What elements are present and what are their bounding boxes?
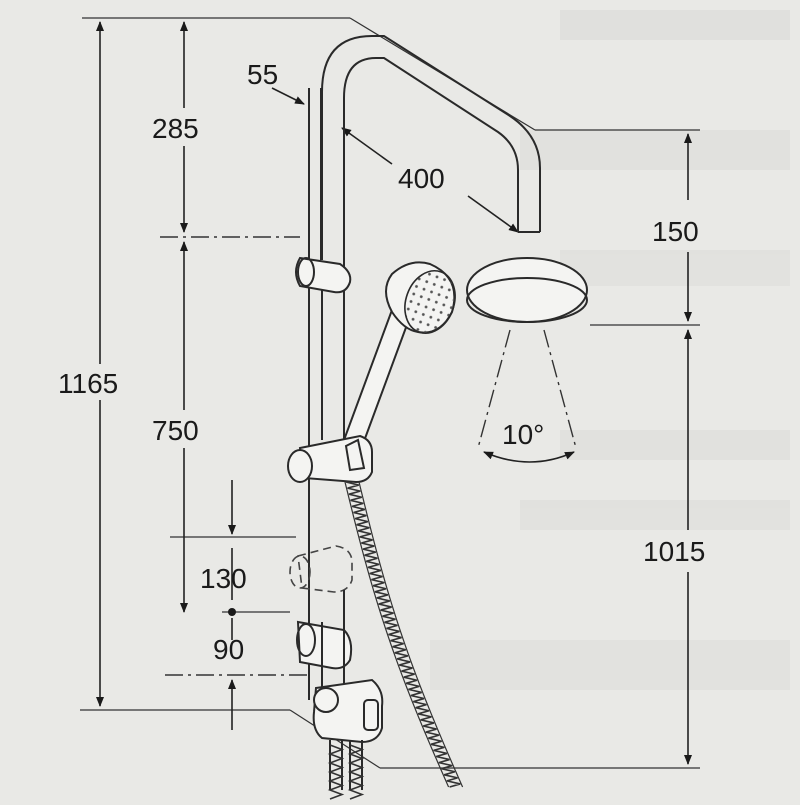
slider-holder — [287, 434, 373, 484]
shower-head — [466, 257, 588, 323]
dimension-top-segment — [150, 21, 222, 233]
hose — [327, 481, 464, 800]
dimension-rail-offset — [271, 87, 305, 105]
dimension-slide-range — [150, 241, 222, 613]
hose-edge-right — [358, 481, 464, 788]
dimension-label-1015: 1015 — [643, 536, 705, 567]
dimension-label-90: 90 — [213, 634, 244, 665]
dimension-label-750: 750 — [152, 415, 199, 446]
top-wall-bracket — [295, 256, 352, 294]
background-bleed-through — [430, 10, 790, 690]
shower-arm — [321, 35, 541, 260]
spray-cone — [477, 329, 577, 463]
hose-coil — [345, 481, 461, 788]
dimension-label-400: 400 — [398, 163, 445, 194]
hose-edge-left — [344, 481, 450, 788]
dimension-label-55: 55 — [247, 59, 278, 90]
diverter-valve — [312, 678, 384, 790]
dimension-label-130: 130 — [200, 563, 247, 594]
ghost-slider-position — [289, 545, 353, 593]
dimension-holder-gap — [228, 480, 236, 616]
dimension-arm-reach — [341, 127, 519, 233]
dimension-label-285: 285 — [152, 113, 199, 144]
bottom-wall-bracket — [296, 590, 353, 700]
hand-shower — [342, 261, 456, 454]
dimension-label-150: 150 — [652, 216, 699, 247]
spray-angle-label: 10° — [502, 419, 544, 450]
hose-stub-coil-2 — [347, 744, 365, 800]
dimension-label-1165: 1165 — [58, 368, 118, 399]
slide-rail — [308, 88, 345, 700]
hose-stub-coil — [327, 744, 345, 800]
dimension-overall-height — [52, 21, 148, 707]
